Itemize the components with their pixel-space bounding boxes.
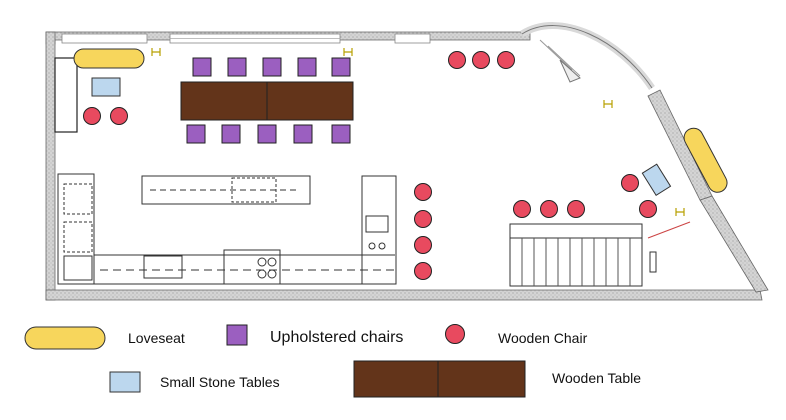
legend-wooden-chair-label: Wooden Chair bbox=[498, 330, 588, 346]
upholstered-chair bbox=[297, 57, 317, 77]
wooden-chair bbox=[540, 200, 558, 218]
legend-wooden-table-label: Wooden Table bbox=[552, 370, 641, 386]
upholstered-chair bbox=[186, 124, 206, 144]
upholstered-chair bbox=[331, 124, 351, 144]
small-stone-tables bbox=[91, 77, 672, 196]
wooden-chair bbox=[472, 51, 490, 69]
wooden-chairs bbox=[83, 51, 657, 280]
upholstered-chair bbox=[262, 57, 282, 77]
kitchen-area bbox=[57, 173, 397, 285]
upholstered-chair bbox=[293, 124, 313, 144]
left-cabinet bbox=[54, 57, 78, 133]
legend bbox=[24, 324, 526, 398]
upholstered-chair bbox=[331, 57, 351, 77]
bottom-wall bbox=[45, 289, 763, 301]
legend-upholstered-chairs-label: Upholstered chairs bbox=[270, 329, 404, 346]
loveseat bbox=[73, 48, 145, 69]
bar-counter bbox=[141, 175, 311, 205]
staircase bbox=[509, 223, 657, 287]
legend-small-stone-table-swatch bbox=[109, 371, 141, 393]
wooden-chair bbox=[497, 51, 515, 69]
door-swing-line bbox=[647, 221, 691, 239]
wooden-chair bbox=[414, 183, 432, 201]
wooden-chair bbox=[110, 107, 128, 125]
wooden-chair bbox=[414, 210, 432, 228]
legend-wooden-chair-swatch bbox=[445, 324, 465, 344]
upholstered-chair bbox=[257, 124, 277, 144]
upholstered-chair bbox=[221, 124, 241, 144]
top-windows bbox=[61, 33, 431, 44]
wooden-chair bbox=[414, 236, 432, 254]
wooden-chair bbox=[639, 200, 657, 218]
wooden-chair bbox=[448, 51, 466, 69]
right-upper-wall bbox=[647, 89, 713, 201]
upholstered-chair bbox=[192, 57, 212, 77]
loveseats bbox=[73, 48, 728, 193]
wooden-chair bbox=[414, 262, 432, 280]
right-diagonal-wall bbox=[699, 195, 769, 293]
left-wall bbox=[45, 31, 56, 301]
legend-loveseat-label: Loveseat bbox=[128, 330, 185, 346]
legend-wooden-table-swatch bbox=[353, 360, 526, 398]
wooden-chair bbox=[567, 200, 585, 218]
wooden-chair bbox=[513, 200, 531, 218]
small-stone-table bbox=[641, 163, 672, 196]
upholstered-chair bbox=[227, 57, 247, 77]
bay-window bbox=[520, 22, 655, 90]
wooden-table bbox=[180, 81, 354, 121]
upholstered-chairs bbox=[186, 57, 351, 144]
legend-loveseat-swatch bbox=[24, 326, 106, 350]
legend-upholstered-chair-swatch bbox=[226, 324, 248, 346]
loveseat bbox=[683, 127, 728, 193]
wooden-chair bbox=[83, 107, 101, 125]
small-stone-table bbox=[91, 77, 121, 97]
legend-small-stone-tables-label: Small Stone Tables bbox=[160, 374, 280, 390]
hinge-symbols bbox=[151, 48, 685, 216]
wooden-chair bbox=[621, 174, 639, 192]
building-walls bbox=[45, 31, 769, 301]
